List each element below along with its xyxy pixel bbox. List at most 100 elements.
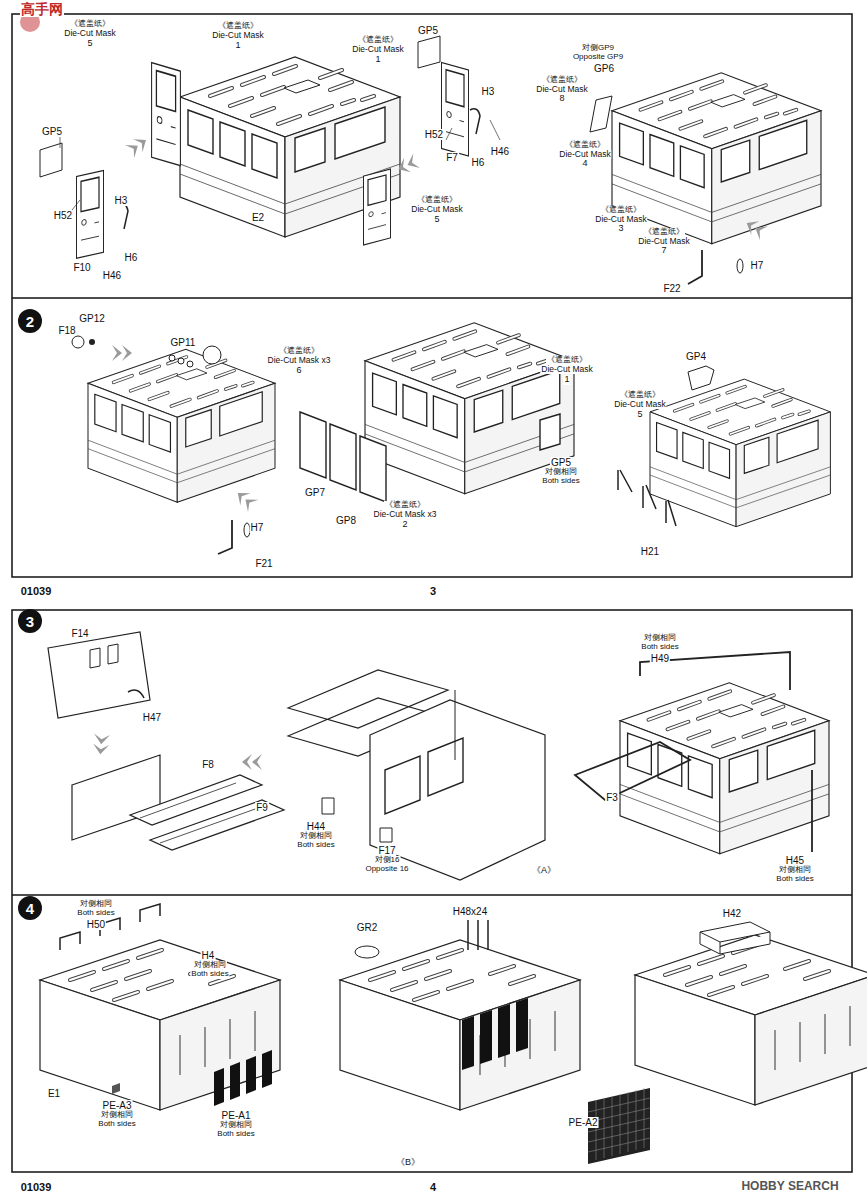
part-label: Die-Cut Mask (63, 29, 116, 38)
part-label: H47 (142, 712, 162, 723)
part-label: 4 (581, 159, 588, 169)
part-label: 《遮盖纸》 (278, 347, 320, 356)
part-label: H6 (471, 157, 486, 168)
part-label: Both sides (541, 477, 580, 486)
part-label: H52 (424, 129, 444, 140)
part-label: PE-A2 (568, 1117, 599, 1128)
part-label: F7 (445, 152, 459, 163)
part-label: Die-Cut Mask (535, 85, 588, 94)
part-label: E1 (47, 1088, 61, 1099)
part-label: Die-Cut Mask (558, 150, 611, 159)
part-label: HOBBY SEARCH (740, 1180, 839, 1193)
part-label: 3 (429, 585, 437, 597)
part-label: H46 (102, 270, 122, 281)
part-label: F22 (662, 283, 681, 294)
part-label: 《遮盖纸》 (357, 36, 399, 45)
part-label: Die-Cut Mask (613, 400, 666, 409)
step-number: 4 (26, 901, 34, 916)
part-label: H48x24 (452, 906, 488, 917)
part-label: 7 (660, 246, 667, 256)
part-label: GP11 (170, 337, 197, 348)
part-label: Die-Cut Mask x3 (373, 510, 438, 519)
part-label: H45 (785, 855, 805, 866)
part-label: H6 (124, 252, 139, 263)
part-label: F17 (377, 845, 396, 856)
part-label: 《遮盖纸》 (541, 76, 583, 85)
part-label: Opposite 16 (364, 865, 409, 874)
part-label: 《遮盖纸》 (643, 228, 685, 237)
part-label: H52 (53, 210, 73, 221)
part-label: 《遮盖纸》 (69, 20, 111, 29)
part-label: Opposite GP9 (572, 53, 624, 62)
part-label: Die-Cut Mask (594, 215, 647, 224)
part-label: 1 (374, 55, 381, 65)
part-label: 对侧相同 (219, 1121, 253, 1130)
part-label: 5 (433, 215, 440, 225)
step-number: 2 (26, 314, 34, 329)
part-label: Die-Cut Mask x3 (267, 356, 332, 365)
part-label: 《遮盖纸》 (619, 391, 661, 400)
part-label: 高手网 (20, 2, 64, 17)
part-label: GP7 (304, 487, 326, 498)
part-label: Die-Cut Mask (211, 31, 264, 40)
step-badge: 2 (18, 309, 42, 333)
part-label: H44 (306, 821, 326, 832)
part-label: 《B》 (395, 1158, 421, 1168)
part-label: 对侧GP9 (581, 44, 615, 53)
part-label: Both sides (296, 841, 335, 850)
part-label: GR2 (356, 922, 379, 933)
part-label: 1 (234, 41, 241, 51)
part-label: H7 (250, 522, 265, 533)
step-number: 3 (26, 614, 34, 629)
part-label: GP5 (417, 25, 439, 36)
part-label: 01039 (20, 585, 53, 597)
part-label: 01039 (20, 1181, 53, 1193)
part-label: Both sides (76, 909, 115, 918)
part-label: F21 (254, 558, 273, 569)
part-label: PE-A3 (102, 1100, 133, 1111)
part-label: F18 (57, 325, 76, 336)
part-label: 5 (636, 410, 643, 420)
part-label: H4 (201, 950, 216, 961)
part-label: 《遮盖纸》 (217, 22, 259, 31)
step-badge: 3 (18, 609, 42, 633)
part-label: 4 (429, 1181, 437, 1193)
part-label: F3 (605, 792, 619, 803)
part-label: 2 (401, 520, 408, 530)
part-label: Die-Cut Mask (540, 365, 593, 374)
part-label: H7 (750, 260, 765, 271)
part-label: 对侧相同 (544, 468, 578, 477)
part-label: Both sides (640, 643, 679, 652)
part-label: 《遮盖纸》 (564, 141, 606, 150)
part-label: 《遮盖纸》 (546, 356, 588, 365)
step-badge: 4 (18, 896, 42, 920)
part-label: PE-A1 (221, 1110, 252, 1121)
part-label: 对侧相同 (778, 866, 812, 875)
part-label: Both sides (190, 970, 229, 979)
part-label: 对侧相同 (79, 900, 113, 909)
part-label: Both sides (97, 1120, 136, 1129)
part-label: GP4 (685, 351, 707, 362)
part-label: E2 (251, 212, 265, 223)
part-label: 对侧相同 (643, 634, 677, 643)
part-label: GP5 (550, 457, 572, 468)
part-label: H21 (640, 546, 660, 557)
part-label: F14 (70, 628, 89, 639)
part-label: H50 (86, 919, 106, 930)
part-label: F9 (255, 802, 269, 813)
part-label: H42 (722, 908, 742, 919)
part-label: Die-Cut Mask (410, 205, 463, 214)
part-label: Die-Cut Mask (637, 237, 690, 246)
part-label: GP5 (41, 126, 63, 137)
part-label: 《遮盖纸》 (384, 501, 426, 510)
part-label: GP8 (335, 515, 357, 526)
part-label: H3 (114, 195, 129, 206)
part-label: 3 (617, 224, 624, 234)
part-label: GP12 (78, 313, 106, 324)
part-label: 对侧相同 (299, 832, 333, 841)
part-label: H46 (490, 146, 510, 157)
part-label: 6 (295, 366, 302, 376)
part-label: 5 (86, 39, 93, 49)
